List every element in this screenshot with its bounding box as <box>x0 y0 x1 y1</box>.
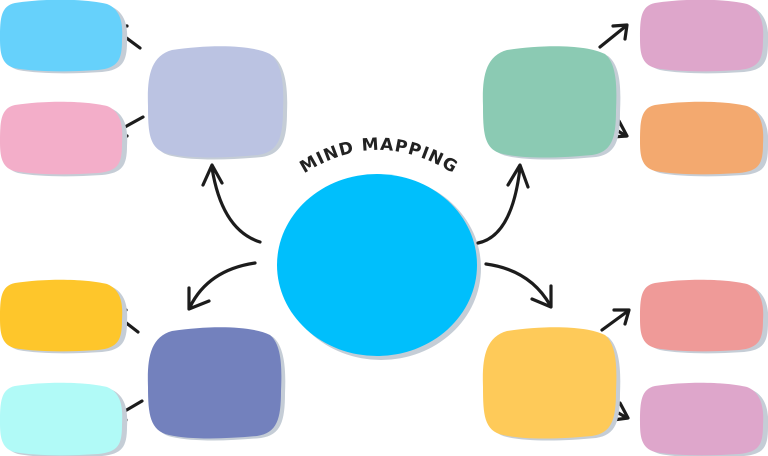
leaf-node-shape <box>640 101 764 175</box>
leaf-node-bottom-right-2[interactable] <box>640 382 768 456</box>
leaf-node-shape <box>0 0 123 72</box>
leaf-node-shape <box>640 382 764 456</box>
subtopic-node-shape <box>482 327 617 439</box>
leaf-node-shape <box>640 0 764 72</box>
arrow-center-to-top-left-icon <box>201 163 262 244</box>
subtopic-node-bottom-left[interactable] <box>147 327 286 441</box>
subtopic-node-bottom-right[interactable] <box>482 327 621 441</box>
leaf-node-top-left-2[interactable] <box>0 101 128 177</box>
arrow-center-to-top-right-icon <box>476 163 530 245</box>
arrow-center-to-bottom-left-icon <box>187 261 257 311</box>
leaf-node-top-left-1[interactable] <box>0 0 128 74</box>
arrow-top-right-to-leaf-1-icon <box>598 23 629 49</box>
subtopic-node-top-right[interactable] <box>482 46 621 160</box>
leaf-node-bottom-right-1[interactable] <box>640 279 768 354</box>
subtopic-node-shape <box>147 327 282 439</box>
leaf-node-shape <box>640 279 764 352</box>
arrow-bottom-right-to-leaf-1-icon <box>600 308 631 332</box>
subtopic-node-shape <box>482 46 617 158</box>
leaf-node-bottom-left-1[interactable] <box>0 279 128 354</box>
leaf-node-top-right-1[interactable] <box>640 0 768 74</box>
central-node[interactable] <box>277 174 481 360</box>
diagram-title: MIND MAPPING <box>297 135 462 178</box>
diagram-title-text: MIND MAPPING <box>297 135 461 178</box>
central-node-circle <box>277 174 477 356</box>
subtopic-node-top-left[interactable] <box>147 46 288 160</box>
leaf-node-shape <box>0 279 123 352</box>
subtopic-node-shape <box>147 46 284 158</box>
arrow-center-to-bottom-right-icon <box>484 262 553 309</box>
leaf-node-bottom-left-2[interactable] <box>0 382 128 456</box>
leaf-node-shape <box>0 382 123 456</box>
leaf-node-top-right-2[interactable] <box>640 101 768 177</box>
leaf-node-shape <box>0 101 123 175</box>
